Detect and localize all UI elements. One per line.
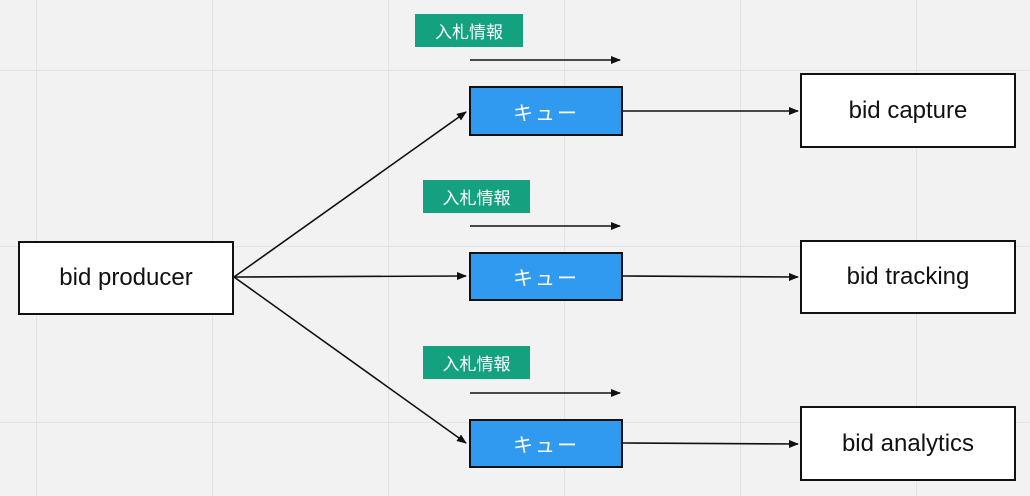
lane-3-consumer[interactable]: bid analytics [800, 406, 1016, 481]
lane-1-queue[interactable]: キュー [469, 86, 623, 136]
lane-2-queue[interactable]: キュー [469, 252, 623, 301]
producer-node[interactable]: bid producer [18, 241, 234, 315]
arrow-producer-to-queue-1 [233, 111, 467, 278]
arrow-producer-to-queue-2 [233, 272, 467, 281]
arrow-queue-3-to-consumer [622, 439, 799, 448]
lane-2-consumer-label: bid tracking [846, 263, 970, 290]
lane-3-queue[interactable]: キュー [469, 419, 623, 468]
lane-3-tag-label: 入札情報 [442, 355, 511, 375]
arrow-queue-2-to-consumer [622, 272, 799, 281]
lane-3-queue-label: キュー [513, 433, 579, 457]
arrow-producer-to-queue-3 [233, 276, 467, 444]
lane-3-tag: 入札情報 [423, 346, 530, 379]
lane-1-consumer[interactable]: bid capture [800, 73, 1016, 148]
producer-label: bid producer [59, 264, 193, 291]
lane-2-queue-label: キュー [513, 266, 579, 290]
lane-2-tag-label: 入札情報 [442, 189, 511, 209]
lane-3-consumer-label: bid analytics [841, 429, 975, 457]
lane-1-tag-label: 入札情報 [435, 23, 503, 43]
lane-1-queue-label: キュー [513, 100, 579, 125]
lane-1-tag: 入札情報 [415, 14, 523, 47]
lane-2-tag: 入札情報 [423, 180, 530, 213]
lane-2-consumer[interactable]: bid tracking [800, 240, 1016, 314]
lane-1-consumer-label: bid capture [848, 96, 968, 124]
